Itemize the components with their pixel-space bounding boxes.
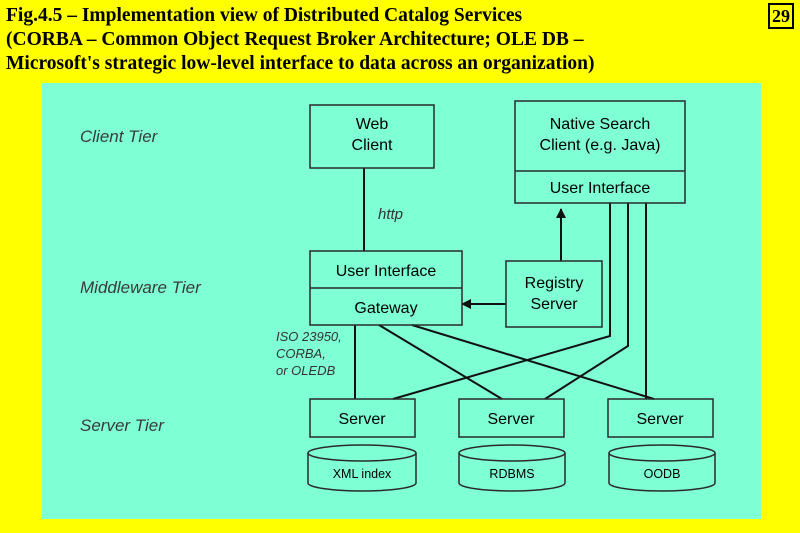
server-tier-label: Server Tier xyxy=(80,416,165,435)
svg-text:Server: Server xyxy=(338,411,386,428)
server-box-3: Server xyxy=(607,398,714,438)
database-oodb: OODB xyxy=(608,444,716,492)
slide-title: Fig.4.5 – Implementation view of Distrib… xyxy=(6,4,746,76)
database-rdbms: RDBMS xyxy=(458,444,566,492)
architecture-diagram: Client Tier Middleware Tier Server Tier … xyxy=(80,100,716,492)
gateway-box: User Interface Gateway xyxy=(309,250,463,326)
protocol-note-line-3: or OLEDB xyxy=(276,363,336,378)
svg-text:XML index: XML index xyxy=(333,467,392,481)
middleware-tier-label: Middleware Tier xyxy=(80,278,202,297)
gateway-to-server-2 xyxy=(378,324,503,400)
gateway-label: Gateway xyxy=(354,300,417,317)
native-client-user-interface: User Interface xyxy=(550,180,651,197)
svg-text:OODB: OODB xyxy=(644,467,681,481)
native-to-server-2 xyxy=(544,203,629,400)
svg-text:RDBMS: RDBMS xyxy=(489,467,534,481)
native-to-server-1 xyxy=(392,203,611,400)
svg-text:Server: Server xyxy=(636,411,684,428)
protocol-note-line-2: CORBA, xyxy=(276,346,326,361)
protocol-note-line-1: ISO 23950, xyxy=(276,329,342,344)
svg-text:Server: Server xyxy=(487,411,535,428)
registry-line-2: Server xyxy=(530,296,578,313)
gateway-to-server-3 xyxy=(411,324,655,400)
title-line-2: (CORBA – Common Object Request Broker Ar… xyxy=(6,29,584,50)
client-tier-label: Client Tier xyxy=(80,127,159,146)
database-xml-index: XML index xyxy=(307,444,417,492)
gateway-user-interface: User Interface xyxy=(336,263,437,280)
server-box-1: Server xyxy=(309,398,416,438)
native-search-client-box: Native Search Client (e.g. Java) User In… xyxy=(514,100,686,204)
diagram-panel: Client Tier Middleware Tier Server Tier … xyxy=(42,83,761,519)
page-number: 29 xyxy=(768,3,794,29)
web-client-line-1: Web xyxy=(356,116,389,133)
server-box-2: Server xyxy=(458,398,565,438)
title-line-3: Microsoft's strategic low-level interfac… xyxy=(6,53,595,74)
web-client-box: Web Client xyxy=(309,104,435,169)
registry-line-1: Registry xyxy=(525,275,584,292)
native-client-line-2: Client (e.g. Java) xyxy=(540,137,661,154)
native-client-line-1: Native Search xyxy=(550,116,651,133)
registry-server-box: Registry Server xyxy=(505,260,603,328)
title-line-1: Fig.4.5 – Implementation view of Distrib… xyxy=(6,5,523,26)
http-label: http xyxy=(378,206,403,223)
web-client-line-2: Client xyxy=(352,137,393,154)
